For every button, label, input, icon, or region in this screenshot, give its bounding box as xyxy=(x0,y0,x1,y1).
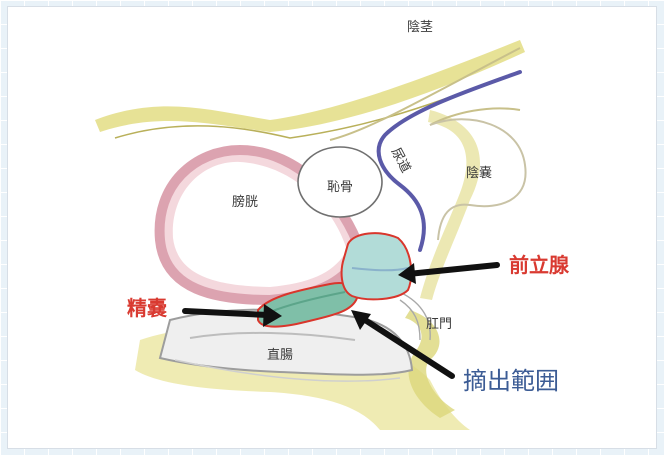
callout-resection-range: 摘出範囲 xyxy=(463,369,559,393)
label-pubic-bone: 恥骨 xyxy=(327,181,353,194)
label-bladder: 膀胱 xyxy=(232,196,258,209)
label-anus: 肛門 xyxy=(426,318,452,331)
label-penis: 陰茎 xyxy=(407,21,433,34)
prostate-outline xyxy=(342,233,412,299)
arrow-prostate xyxy=(408,265,497,274)
label-rectum: 直腸 xyxy=(267,349,293,362)
callout-prostate: 前立腺 xyxy=(509,255,569,275)
callout-seminal-vesicle: 精嚢 xyxy=(127,298,167,318)
upper-skin-band xyxy=(95,40,525,132)
label-scrotum: 陰嚢 xyxy=(466,167,492,180)
arrow-seminal xyxy=(185,311,268,315)
prostate xyxy=(342,233,412,299)
